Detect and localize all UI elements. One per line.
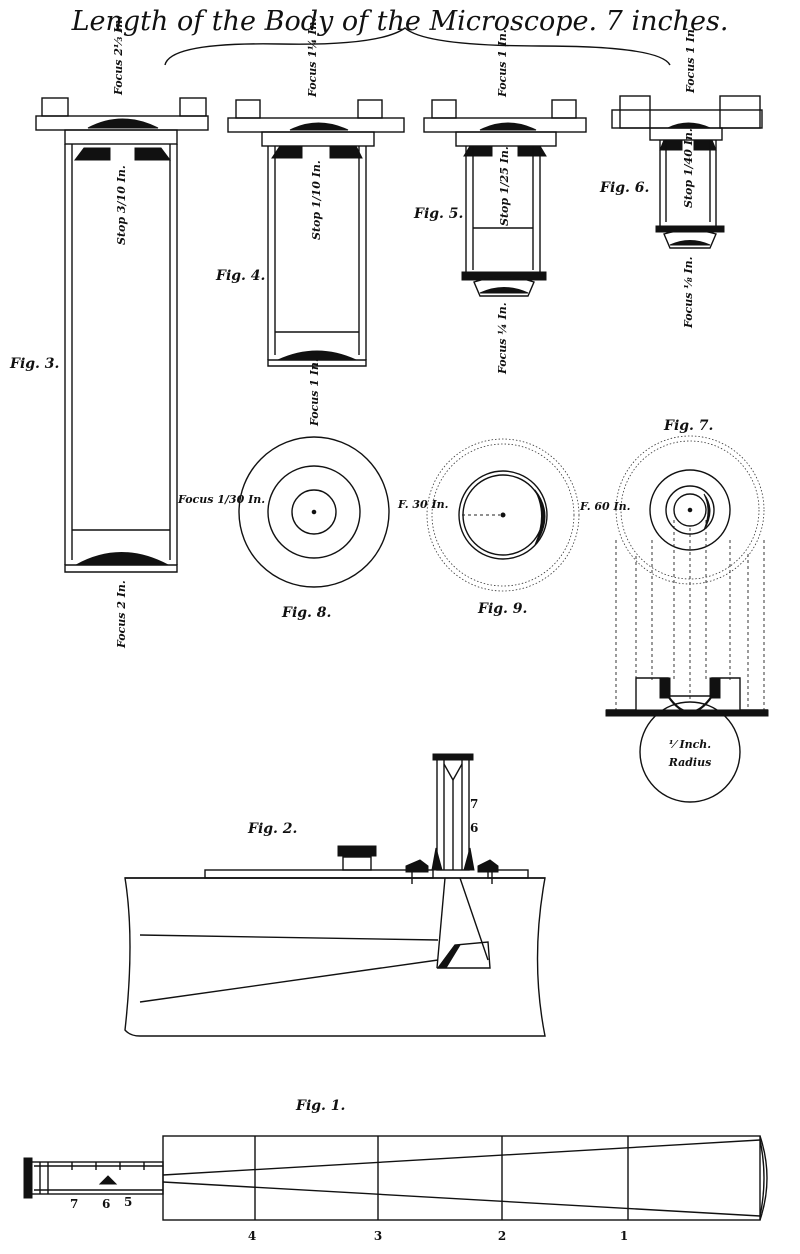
fig1-drawtube-number-7: 7 — [70, 1197, 78, 1211]
title-brace — [164, 27, 671, 66]
fig4-focus-bottom: Focus 1 In. — [308, 358, 321, 427]
fig3-focus-top: Focus 2⅓ In. — [112, 16, 125, 96]
fig9-lens — [426, 438, 580, 592]
fig1-scale-4: 4 — [248, 1229, 256, 1243]
fig6-stop: Stop 1/40 In. — [682, 128, 695, 208]
fig1-drawtube-number-6: 6 — [102, 1197, 110, 1211]
fig5-focus-top: Focus 1 In. — [496, 29, 509, 98]
fig4-focus-top: Focus 1¼ In. — [306, 18, 319, 98]
fig7-section — [605, 677, 769, 803]
fig8-focus: Focus 1/30 In. — [177, 493, 265, 506]
fig5-stop: Stop 1/25 In. — [498, 146, 511, 226]
fig5-label: Fig. 5. — [413, 206, 463, 222]
fig1-drawtube-number-5: 5 — [124, 1195, 132, 1209]
fig5-eyepiece — [423, 99, 587, 297]
fig1-body — [162, 1135, 768, 1221]
fig7-inset-line1: ⅟ Inch. — [669, 738, 711, 751]
fig9-label: Fig. 9. — [477, 601, 527, 617]
fig1-scale-1: 1 — [620, 1229, 628, 1243]
fig5-focus-bottom: Focus ¼ In. — [496, 302, 509, 375]
fig1-drawtube — [23, 1157, 164, 1199]
fig6-focus-bottom: Focus ⅛ In. — [682, 256, 695, 329]
fig7-label: Fig. 7. — [663, 418, 713, 434]
fig2-tube — [405, 753, 499, 884]
fig6-label: Fig. 6. — [599, 180, 649, 196]
fig3-focus-bottom: Focus 2 In. — [115, 580, 128, 649]
fig4-stop: Stop 1/10 In. — [310, 160, 323, 240]
fig1-label: Fig. 1. — [295, 1098, 345, 1114]
fig1-scale-2: 2 — [498, 1229, 506, 1243]
fig8-lens — [238, 436, 390, 588]
fig1-scale-3: 3 — [374, 1229, 382, 1243]
fig8-label: Fig. 8. — [281, 605, 331, 621]
fig2-tube-number-7: 7 — [470, 797, 478, 811]
fig4-eyepiece — [227, 99, 405, 367]
fig9-focus: F. 30 In. — [397, 498, 449, 511]
fig3-label: Fig. 3. — [9, 356, 59, 372]
fig6-focus-top: Focus 1 In. — [684, 25, 697, 94]
plate-title: Length of the Body of the Microscope. 7 … — [71, 6, 729, 37]
fig2-stage — [124, 845, 546, 1037]
fig3-eyepiece — [35, 97, 209, 573]
fig6-eyepiece — [611, 95, 763, 249]
fig7-focus: F. 60 In. — [579, 500, 631, 513]
fig3-stop: Stop 3/10 In. — [115, 165, 128, 245]
fig7-inset-line2: Radius — [668, 756, 712, 769]
fig2-label: Fig. 2. — [247, 821, 297, 837]
fig2-tube-number-6: 6 — [470, 821, 478, 835]
fig7-lens — [615, 435, 765, 710]
fig4-label: Fig. 4. — [215, 268, 265, 284]
